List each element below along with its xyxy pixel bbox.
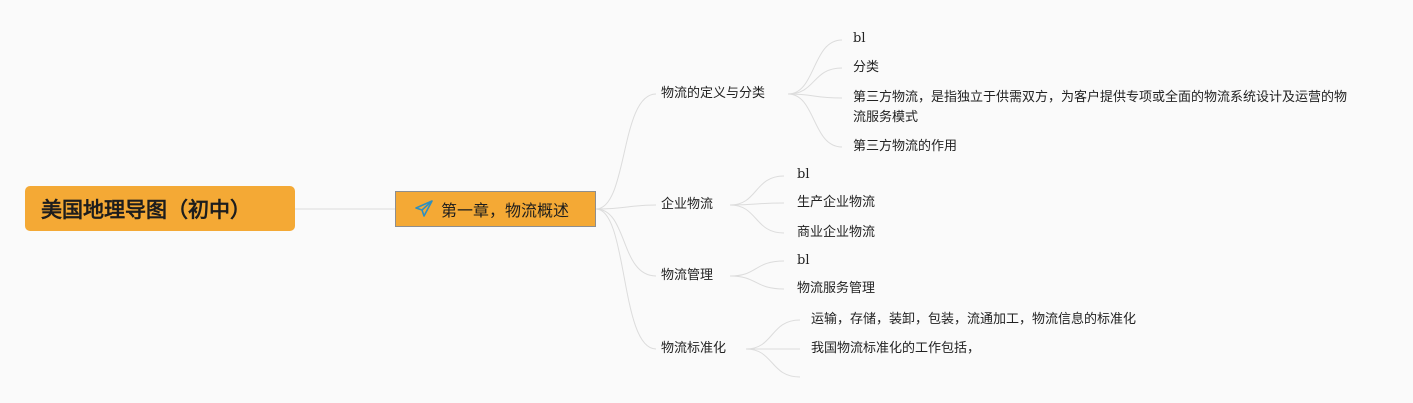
- link-t2-c2: [729, 202, 785, 206]
- topic-definition-classification[interactable]: 物流的定义与分类: [661, 86, 766, 101]
- link-chapter-topic-2: [595, 204, 657, 210]
- subtopic-bl[interactable]: bl: [853, 31, 866, 46]
- chapter-title: 第一章，物流概述: [441, 201, 570, 220]
- subtopic-service-management[interactable]: 物流服务管理: [797, 281, 876, 296]
- subtopic-third-party-definition[interactable]: 第三方物流，是指独立于供需双方，为客户提供专项或全面的物流系统设计及运营的物流服…: [853, 90, 1348, 125]
- link-t1-c1: [787, 39, 843, 95]
- link-t3-c1: [729, 260, 785, 277]
- subtopic-commercial-logistics[interactable]: 商业企业物流: [797, 225, 876, 240]
- link-t3-c2: [729, 275, 785, 290]
- subtopic-bl[interactable]: bl: [797, 253, 810, 268]
- link-t2-c1: [729, 175, 785, 206]
- subtopic-classification[interactable]: 分类: [853, 60, 880, 75]
- link-chapter-topic-1: [595, 93, 657, 210]
- subtopic-bl[interactable]: bl: [797, 167, 810, 182]
- root-node[interactable]: 美国地理导图（初中）: [25, 186, 295, 231]
- root-title: 美国地理导图（初中）: [41, 197, 251, 222]
- paper-plane-icon: [414, 199, 434, 219]
- subtopic-china-standardization-work[interactable]: 我国物流标准化的工作包括，: [811, 341, 981, 356]
- link-chapter-topic-4: [595, 208, 657, 350]
- link-t2-c3: [729, 204, 785, 234]
- topic-logistics-management[interactable]: 物流管理: [661, 268, 714, 283]
- subtopic-standardization-scope[interactable]: 运输，存储，装卸，包装，流通加工，物流信息的标准化: [811, 312, 1137, 327]
- link-t1-c3: [787, 93, 843, 99]
- link-t4-c3: [745, 348, 801, 378]
- chapter-node[interactable]: 第一章，物流概述: [395, 191, 596, 227]
- link-chapter-topic-3: [595, 208, 657, 277]
- topic-enterprise-logistics[interactable]: 企业物流: [661, 197, 714, 212]
- link-t1-c2: [787, 67, 843, 95]
- subtopic-third-party-role[interactable]: 第三方物流的作用: [853, 139, 958, 154]
- link-t1-c4: [787, 93, 843, 148]
- topic-logistics-standardization[interactable]: 物流标准化: [661, 341, 727, 356]
- subtopic-production-logistics[interactable]: 生产企业物流: [797, 195, 876, 210]
- link-t4-c1: [745, 319, 801, 350]
